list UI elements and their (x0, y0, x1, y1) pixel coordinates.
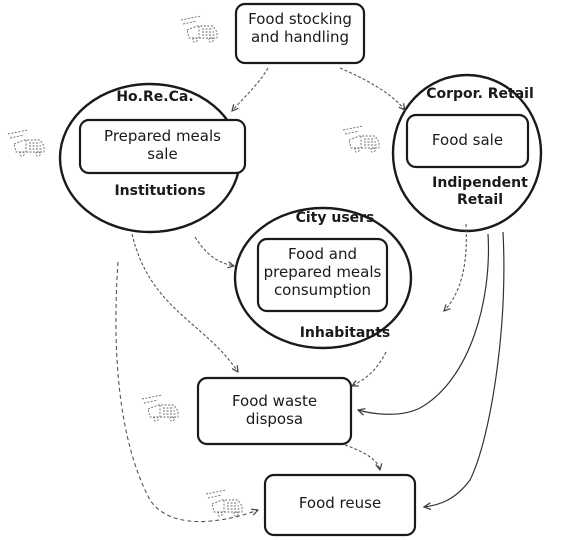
stocking-label: Food stocking and handling (236, 10, 364, 46)
arrow-retail-to-city (444, 223, 467, 311)
truck-icon (141, 394, 179, 422)
arrow-stocking-to-retail (339, 67, 405, 110)
city-box-line1: Food and (288, 245, 357, 263)
horeca-footer: Institutions (114, 183, 206, 199)
truck-icon (180, 15, 218, 43)
city-inner-box (256, 237, 389, 313)
stocking-box (234, 2, 366, 65)
arrow-retail-to-reuse (424, 231, 505, 507)
arrow-horeca-to-city (194, 236, 234, 266)
horeca-box-label: Prepared meals sale (80, 127, 245, 163)
reuse-label-line1: Food reuse (298, 494, 382, 512)
horeca-box-line1: Prepared meals (104, 127, 221, 145)
horeca-title: Ho.Re.Ca. (116, 89, 194, 105)
reuse-label: Food reuse (265, 494, 415, 512)
city-box-line3: consumption (273, 281, 372, 299)
city-box-label: Food and prepared meals consumption (258, 245, 387, 299)
waste-box (196, 376, 353, 446)
waste-label-line1: Food waste (231, 392, 318, 410)
retail-footer-line2: Retail (456, 191, 503, 208)
horeca-inner-box (78, 118, 247, 175)
city-title: City users (295, 210, 375, 226)
horeca-box-line2: sale (147, 145, 178, 163)
waste-label: Food waste disposa (198, 392, 351, 428)
retail-footer: Indipendent Retail (422, 175, 538, 209)
truck-icon (7, 129, 45, 157)
retail-cluster (391, 73, 543, 233)
stocking-label-line2: and handling (250, 28, 350, 46)
retail-box-label: Food sale (407, 131, 528, 149)
retail-title: Corpor. Retail (426, 86, 534, 102)
arrow-city-to-waste (352, 351, 387, 386)
city-box-line2: prepared meals (263, 263, 382, 281)
retail-box-line1: Food sale (431, 131, 504, 149)
arrow-stocking-to-horeca (232, 67, 269, 111)
stocking-label-line1: Food stocking (248, 10, 352, 28)
arrow-left-to-reuse (115, 261, 258, 523)
truck-icon (205, 489, 243, 517)
city-footer: Inhabitants (299, 325, 391, 341)
retail-footer-line1: Indipendent (432, 175, 528, 191)
retail-inner-box (405, 113, 530, 169)
arrow-waste-to-reuse (344, 444, 380, 470)
reuse-box (263, 473, 417, 537)
city-cluster (233, 206, 413, 350)
arrow-retail-to-waste (358, 233, 490, 414)
arrow-horeca-to-waste (131, 233, 238, 372)
truck-icon (342, 125, 380, 153)
waste-label-line2: disposa (245, 410, 304, 428)
